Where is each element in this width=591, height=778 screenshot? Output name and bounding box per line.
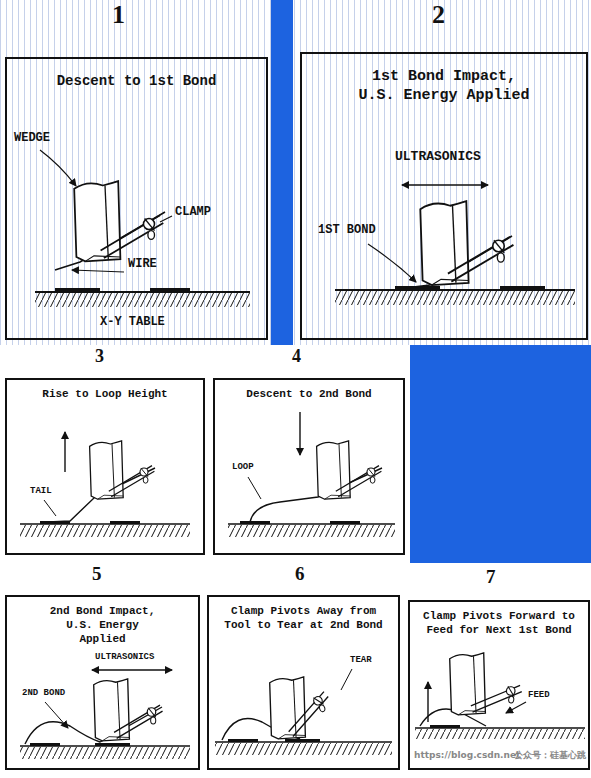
step-heading: Clamp Pivots Forward to Feed for Next 1s… bbox=[419, 610, 579, 638]
step-heading: 1st Bond Impact, U.S. Energy Applied bbox=[354, 68, 534, 106]
part-label: WEDGE bbox=[14, 132, 50, 146]
part-label: WIRE bbox=[128, 258, 157, 272]
step-panel: Descent to 1st Bond bbox=[5, 57, 268, 340]
part-label: TEAR bbox=[350, 655, 372, 665]
step-heading: Descent to 1st Bond bbox=[17, 73, 257, 91]
watermark: https://blog.csdn.net bbox=[414, 750, 520, 760]
step-panel: Clamp Pivots Away from Tool to Tear at 2… bbox=[207, 595, 400, 770]
part-label: ULTRASONICS bbox=[95, 652, 154, 662]
part-label: ULTRASONICS bbox=[395, 150, 481, 165]
step-heading: 2nd Bond Impact, U.S. Energy Applied bbox=[40, 605, 165, 646]
watermark: 公众号：硅基心跳 bbox=[514, 750, 586, 760]
callout-number: 1 bbox=[112, 0, 125, 30]
callout-number: 4 bbox=[292, 346, 301, 367]
callout-number: 6 bbox=[295, 563, 305, 585]
part-label: 1ST BOND bbox=[318, 224, 376, 238]
callout-number: 2 bbox=[432, 0, 445, 30]
callout-number: 3 bbox=[95, 346, 104, 367]
step-heading: Rise to Loop Height bbox=[15, 388, 195, 402]
step-panel: 2nd Bond Impact, U.S. Energy Applied bbox=[5, 595, 200, 770]
part-label: TAIL bbox=[30, 486, 52, 496]
part-label: LOOP bbox=[232, 462, 254, 472]
part-label: FEED bbox=[528, 690, 550, 700]
step-panel: Clamp Pivots Forward to Feed for Next 1s… bbox=[408, 600, 590, 770]
callout-number: 7 bbox=[486, 566, 496, 588]
part-label: 2ND BOND bbox=[22, 688, 65, 698]
step-heading: Clamp Pivots Away from Tool to Tear at 2… bbox=[221, 605, 386, 633]
step-panel: Rise to Loop Height bbox=[5, 378, 205, 555]
part-label: CLAMP bbox=[175, 206, 211, 220]
step-heading: Descent to 2nd Bond bbox=[219, 388, 399, 402]
part-label: X-Y TABLE bbox=[100, 316, 165, 330]
callout-number: 5 bbox=[92, 563, 102, 585]
step-panel: 1st Bond Impact, U.S. Energy Applied bbox=[300, 52, 588, 340]
